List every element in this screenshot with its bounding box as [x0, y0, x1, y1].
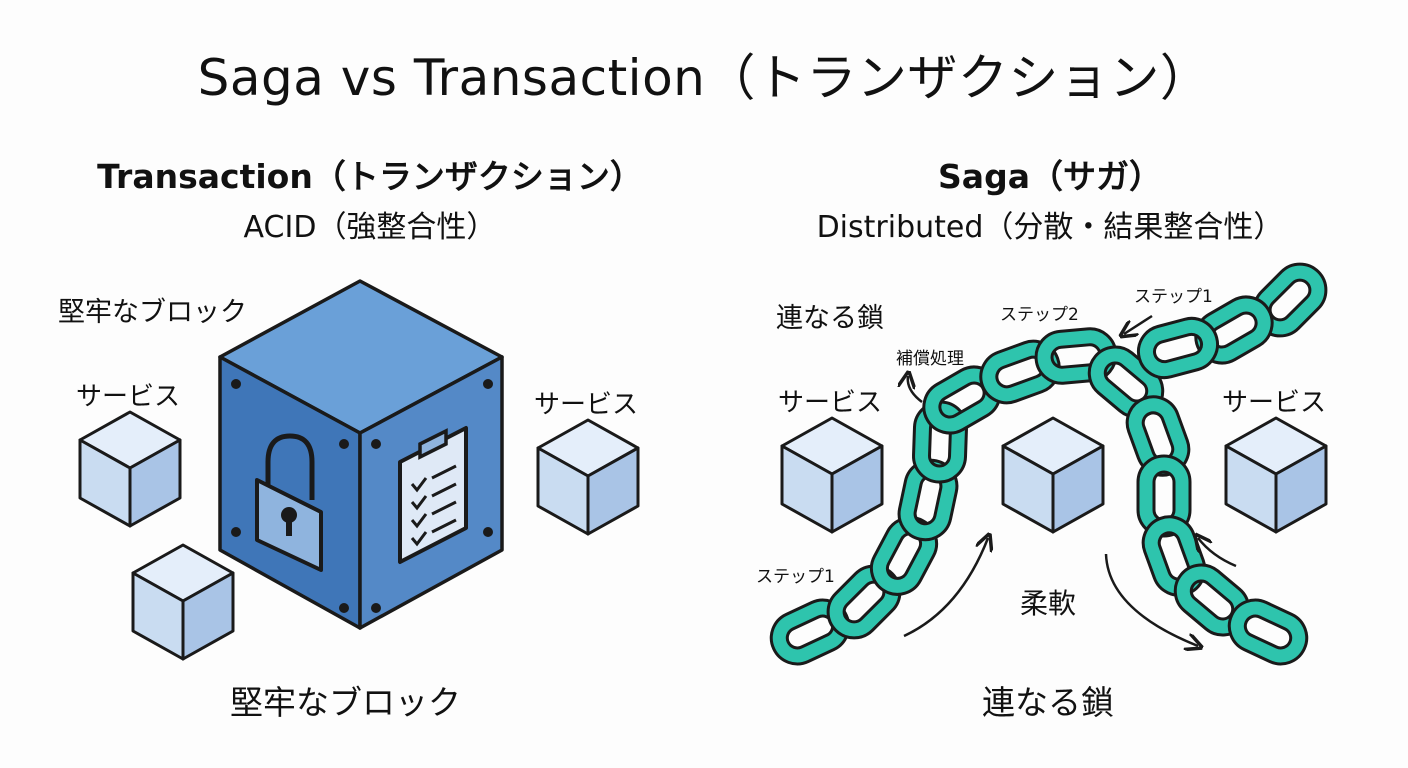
service-label-right: サービス: [534, 390, 639, 420]
acid-block: [218, 279, 504, 630]
service-cube-bottom: [131, 543, 235, 661]
block-label-bottom: 堅牢なブロック: [230, 683, 461, 722]
transaction-heading: Transaction（トランザクション）: [97, 157, 643, 196]
lock-icon: [255, 433, 323, 572]
saga-service-cube-left: [780, 416, 884, 534]
step1-left-label: ステップ1: [756, 567, 835, 587]
page-title: Saga vs Transaction（トランザクション）: [197, 49, 1211, 107]
block-label-top: 堅牢なブロック: [58, 297, 247, 328]
chain-label-top: 連なる鎖: [776, 303, 884, 334]
service-cube-right: [536, 418, 640, 536]
service-label-left: サービス: [76, 382, 181, 412]
step2-label: ステップ2: [1000, 305, 1079, 325]
step1-top-label: ステップ1: [1134, 287, 1213, 307]
transaction-subheading: ACID（強整合性）: [243, 210, 497, 245]
saga-subheading: Distributed（分散・結果整合性）: [816, 210, 1284, 245]
service-cube-left: [78, 410, 182, 528]
clipboard-checklist-icon: [398, 426, 468, 564]
flexible-label: 柔軟: [1020, 587, 1077, 620]
saga-service-cube-middle: [1001, 416, 1105, 534]
arrow-icon: [904, 314, 1237, 646]
chain-label-bottom: 連なる鎖: [982, 683, 1114, 722]
saga-heading: Saga（サガ）: [938, 157, 1162, 196]
saga-service-label-left: サービス: [778, 388, 883, 418]
saga-service-label-right: サービス: [1222, 388, 1327, 418]
saga-service-cube-right: [1224, 416, 1328, 534]
compensate-label: 補償処理: [896, 349, 964, 369]
